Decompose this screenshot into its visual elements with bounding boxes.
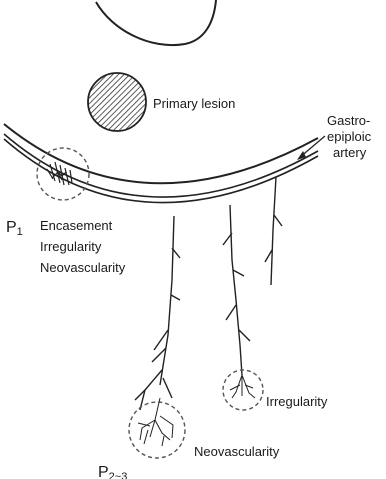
- artery-label-line3: artery: [333, 145, 367, 160]
- neovascularity-label: Neovascularity: [194, 444, 280, 459]
- primary-lesion-label: Primary lesion: [153, 96, 235, 111]
- p1-encased-vessels: [47, 162, 72, 185]
- primary-lesion: [88, 73, 146, 131]
- neovascularity-tuft: [138, 398, 173, 446]
- artery-label-line2: epiploic: [327, 129, 372, 144]
- artery-label-line1: Gastro-: [327, 113, 370, 128]
- stomach-fold-outline: [96, 0, 216, 45]
- branch-vessel-1: [135, 216, 180, 410]
- branch-vessel-2: [223, 205, 250, 375]
- p1-finding-irregularity: Irregularity: [40, 239, 102, 254]
- gastroepiploic-artery-upper: [4, 134, 318, 197]
- branch-vessel-3: [265, 177, 282, 285]
- p1-label: P1: [6, 219, 23, 238]
- p1-finding-encasement: Encasement: [40, 218, 113, 233]
- p1-finding-neovascularity: Neovascularity: [40, 260, 126, 275]
- irregularity-region-circle: [223, 370, 263, 410]
- p23-label: P2~3: [98, 464, 127, 479]
- gastroepiploic-artery-lower: [4, 139, 318, 203]
- irregularity-label: Irregularity: [266, 394, 328, 409]
- irregular-vessel-tuft: [230, 375, 255, 398]
